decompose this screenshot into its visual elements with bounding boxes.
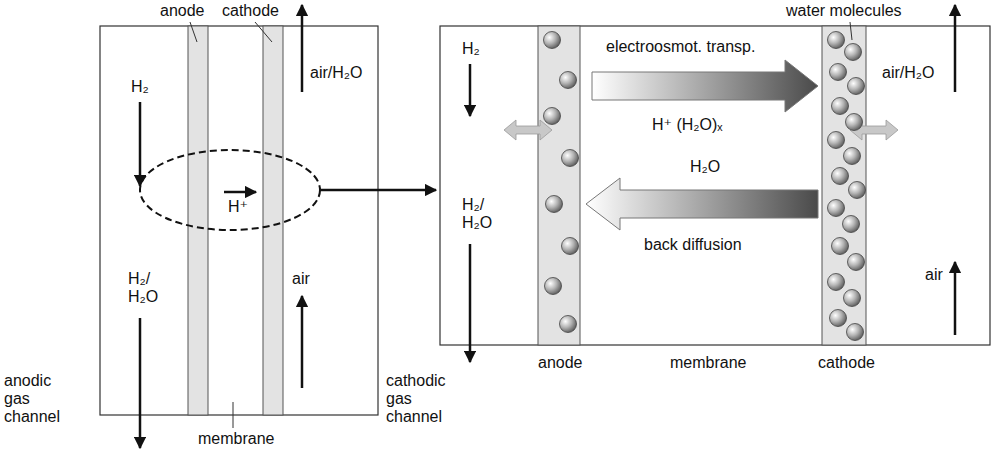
- process-label: back diffusion: [644, 236, 742, 254]
- part-label: membrane: [198, 430, 274, 448]
- ion-label: H⁺ (H₂O)ₓ: [652, 116, 723, 134]
- gas-label: air/H₂O: [310, 64, 362, 82]
- flow-arrow: [301, 5, 304, 92]
- flow-arrow: [954, 262, 957, 335]
- part-label: anode: [160, 2, 205, 20]
- part-label: membrane: [670, 354, 746, 372]
- leader-line: [850, 22, 852, 40]
- process-label: electroosmot. transp.: [606, 38, 755, 56]
- part-label: water molecules: [786, 2, 902, 20]
- gas-label: air/H₂O: [882, 64, 934, 82]
- gas-label: H₂: [462, 40, 480, 58]
- proton-arrow: [224, 191, 256, 194]
- gas-label: H₂: [131, 78, 149, 96]
- gas-label: air: [925, 266, 943, 284]
- water-molecules: [544, 32, 866, 341]
- flow-arrow: [139, 318, 142, 448]
- leader-line: [233, 402, 234, 428]
- flow-arrow: [469, 244, 472, 362]
- back-diffusion-arrow: [586, 178, 818, 230]
- flow-arrow: [139, 102, 142, 186]
- zoom-ellipse: [140, 150, 320, 230]
- exchange-arrow: [504, 120, 552, 140]
- gas-label: air: [292, 270, 310, 288]
- channel-label: anodic gas channel: [4, 372, 70, 426]
- cell-outline: [100, 26, 378, 415]
- flow-arrow: [469, 64, 472, 116]
- molecule-label: H₂O: [690, 158, 720, 176]
- electroosmotic-arrow: [592, 60, 818, 112]
- cathode-layer: [263, 26, 283, 415]
- anode-layer: [188, 26, 208, 415]
- flow-arrow: [954, 5, 957, 92]
- ion-label: H⁺: [228, 198, 248, 216]
- zoom-arrow: [320, 189, 436, 192]
- detail-outline: [440, 26, 990, 345]
- anode-layer: [538, 26, 580, 345]
- gas-label: H₂/ H₂O: [128, 270, 168, 306]
- cathode-layer: [822, 26, 866, 345]
- gas-label: H₂/ H₂O: [462, 196, 502, 232]
- part-label: anode: [538, 354, 583, 372]
- leader-line: [255, 22, 272, 42]
- part-label: cathode: [222, 2, 279, 20]
- channel-label: cathodic gas channel: [386, 372, 460, 426]
- part-label: cathode: [818, 354, 875, 372]
- flow-arrow: [301, 296, 304, 388]
- leader-line: [190, 22, 197, 42]
